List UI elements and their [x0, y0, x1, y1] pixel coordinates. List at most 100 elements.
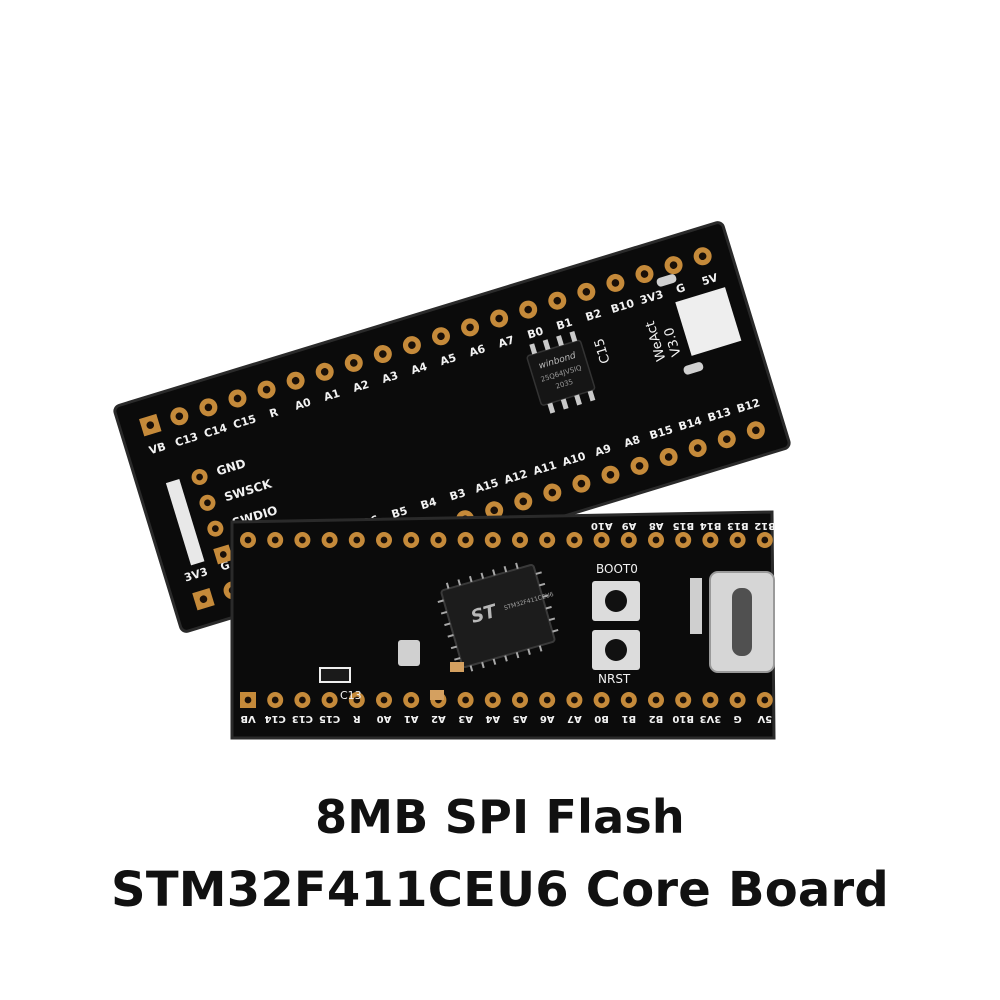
- header-pad: [485, 501, 504, 520]
- header-pad: [593, 532, 610, 548]
- usb-c-icon[interactable]: [709, 571, 775, 673]
- pin-label: A8: [649, 520, 664, 531]
- header-pad: [566, 692, 583, 708]
- usb-connector-back: [675, 287, 742, 356]
- header-pad: [376, 692, 392, 708]
- header-pad: [688, 439, 707, 458]
- header-pad: [294, 532, 311, 548]
- header-pad: [577, 282, 596, 301]
- pin-label: B0: [526, 324, 545, 341]
- debug-pad: [199, 494, 216, 511]
- chip-ref-label: C15: [592, 336, 614, 365]
- pin-label: VB: [240, 713, 255, 724]
- header-pad: [675, 532, 692, 548]
- header-pad: [257, 380, 276, 399]
- header-pad: [457, 532, 474, 548]
- header-pad: [702, 532, 719, 548]
- header-pad: [192, 587, 215, 611]
- header-pad: [348, 692, 365, 708]
- pin-label: VB: [147, 440, 167, 457]
- header-pad: [606, 273, 625, 292]
- header-pad: [228, 389, 247, 408]
- pin-label: A0: [377, 713, 392, 724]
- header-pad: [484, 692, 501, 708]
- usb-tab: [683, 362, 704, 375]
- pin-label: R: [353, 713, 361, 724]
- pin-label: B13: [727, 520, 749, 531]
- pin-label: G: [675, 281, 687, 296]
- header-pad: [756, 532, 773, 548]
- header-pad: [648, 692, 664, 708]
- header-pad: [675, 692, 692, 708]
- header-pad: [514, 492, 533, 511]
- header-pad: [286, 371, 305, 390]
- pin-label: 5V: [757, 713, 772, 724]
- header-pad: [729, 692, 746, 708]
- pin-label: A6: [468, 342, 488, 359]
- silkscreen-strip: [165, 479, 205, 566]
- header-pad: [746, 421, 765, 440]
- header-pad: [543, 483, 562, 502]
- header-pad: [315, 362, 334, 381]
- pin-label: B10: [672, 713, 694, 724]
- header-pad: [240, 692, 256, 708]
- front-board-top-header: [240, 532, 773, 548]
- pin-label: A9: [622, 520, 637, 531]
- header-pad: [693, 247, 712, 266]
- pin-label: A10: [591, 520, 613, 531]
- header-pad: [321, 532, 338, 548]
- pin-label: B15: [673, 520, 695, 531]
- header-pad: [376, 532, 392, 548]
- header-pad: [620, 532, 637, 548]
- header-pad: [512, 532, 528, 548]
- pin-label: B0: [594, 713, 609, 724]
- debug-pad: [191, 468, 208, 485]
- header-pad: [572, 474, 591, 493]
- header-pad: [539, 692, 556, 708]
- pin-label: B14: [700, 520, 722, 531]
- pin-label: A9: [593, 442, 612, 459]
- led-label: C13: [340, 689, 362, 702]
- header-pad: [457, 692, 474, 708]
- pin-label: C13: [292, 713, 313, 724]
- back-board-top-header: [139, 247, 712, 437]
- header-pad: [548, 291, 567, 310]
- mcu-chip-icon: ST STM32F411CEU6: [437, 562, 559, 672]
- header-pad: [321, 692, 338, 708]
- pin-label: B12: [754, 520, 776, 531]
- pin-label: A6: [540, 713, 555, 724]
- caption-line-2: STM32F411CEU6 Core Board: [111, 862, 889, 918]
- header-pad: [756, 692, 773, 708]
- header-pad: [139, 413, 162, 437]
- header-pad: [659, 447, 678, 466]
- pin-label: B1: [621, 713, 636, 724]
- header-pad: [403, 532, 420, 548]
- header-pad: [702, 692, 719, 708]
- pin-label: B2: [649, 713, 664, 724]
- tactile-button-icon[interactable]: [592, 581, 640, 621]
- capacitor: [450, 662, 464, 672]
- header-pad: [170, 407, 189, 426]
- header-pad: [490, 309, 509, 328]
- header-pad: [199, 398, 218, 417]
- pin-label: A8: [622, 433, 641, 450]
- led-c13: [319, 667, 351, 683]
- pin-label: C15: [319, 713, 340, 724]
- tactile-button-icon[interactable]: [592, 630, 640, 670]
- header-pad: [648, 532, 664, 548]
- header-pad: [601, 465, 620, 484]
- header-pad: [630, 456, 649, 475]
- header-pad: [717, 430, 736, 449]
- header-pad: [620, 692, 637, 708]
- boot0-label: BOOT0: [596, 562, 638, 576]
- crystal: [398, 640, 420, 666]
- header-pad: [593, 692, 610, 708]
- header-pad: [402, 336, 421, 355]
- header-pad: [519, 300, 538, 319]
- debug-pad: [213, 544, 234, 565]
- pin-label: B4: [419, 495, 438, 512]
- pin-label: A4: [409, 360, 429, 377]
